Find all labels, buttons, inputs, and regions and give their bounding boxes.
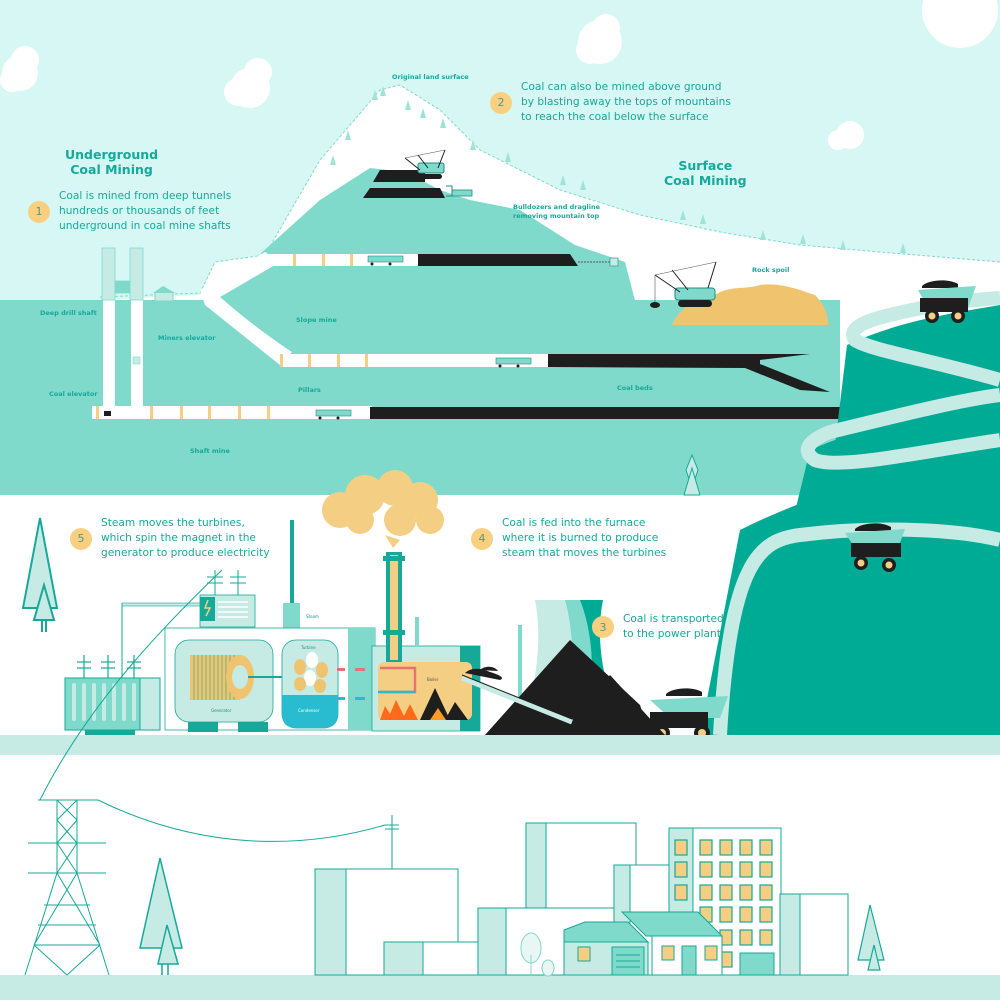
cut-mountain: [210, 168, 840, 325]
power-line: [97, 799, 386, 842]
dump-truck-icon: [918, 280, 976, 323]
mining-cart-icon: [315, 409, 352, 420]
pillars: [96, 254, 368, 419]
cloud-icon: [0, 46, 39, 92]
original-land-surface-line: [99, 84, 1000, 298]
step-number-badge: 4: [471, 527, 493, 550]
tree-icon: [683, 453, 701, 496]
cloud-icon: [224, 58, 272, 108]
coal-elevator-car: [104, 411, 111, 416]
dragline-icon: [650, 261, 717, 308]
cloud-icon: [922, 0, 998, 48]
cloud-icon: [576, 14, 622, 64]
turbine-blades-icon: [294, 652, 328, 693]
label-coal-elevator: Coal elevator: [49, 390, 98, 398]
power-line: [39, 569, 223, 801]
apartment-door: [739, 952, 775, 976]
bottom-ground: [0, 975, 1000, 1000]
winding-road: [713, 522, 1000, 736]
step-number-badge: 5: [70, 527, 92, 550]
label-deep-drill-shaft: Deep drill shaft: [40, 309, 97, 317]
smoke-cloud: [322, 470, 444, 548]
power-plant: [121, 520, 481, 732]
small-trees: [330, 86, 906, 253]
step-5: 5 Steam moves the turbines,which spin th…: [70, 516, 270, 561]
power-pylon-icon: [24, 799, 110, 976]
label-turbine: Turbine: [301, 645, 316, 650]
coal-pile: [555, 675, 665, 735]
label-slope-mine: Slope mine: [296, 316, 337, 324]
label-condenser: Condenser: [298, 708, 320, 713]
tree-icon: [139, 857, 183, 975]
coal-bed-lower: [370, 407, 840, 419]
clouds: [0, 0, 998, 150]
shaft-tunnel: [92, 406, 372, 419]
lightning-icon: [203, 599, 212, 617]
step-number-badge: 1: [28, 200, 50, 223]
rock-spoil: [672, 284, 828, 325]
coal-elevator-shaft: [103, 300, 115, 410]
house-icon: [620, 911, 724, 976]
label-boiler: Boiler: [427, 677, 439, 682]
tree-icon: [21, 517, 59, 632]
mining-cart-icon: [495, 357, 532, 368]
coal-bed-upper: [418, 254, 578, 266]
step-number-badge: 2: [490, 91, 512, 114]
label-shaft-mine: Shaft mine: [190, 447, 230, 455]
miners-elevator-car: [132, 356, 141, 365]
coal-seam: [363, 188, 445, 198]
middle-tunnel: [280, 354, 550, 367]
dump-truck-icon: [650, 688, 728, 741]
slope-mine-tunnel: [200, 252, 290, 365]
label-original-land-surface: Original land surface: [392, 73, 469, 81]
apartment-windows: [674, 839, 773, 968]
underground-earth: [0, 300, 840, 495]
label-coal-beds: Coal beds: [617, 384, 653, 392]
surface-mining-title: Surface Coal Mining: [664, 158, 747, 188]
label-rock-spoil: Rock spoil: [752, 266, 790, 274]
hill-upper: [835, 305, 1000, 445]
dragline-icon: [401, 149, 446, 179]
step-text: Steam moves the turbines,which spin the …: [101, 517, 270, 559]
tree-icon: [857, 904, 885, 971]
transformer-icon: [64, 655, 161, 735]
headframe-towers: [101, 247, 144, 301]
bulldozer-icon: [446, 185, 473, 197]
underground-mining-title: Underground Coal Mining: [65, 147, 159, 177]
mountain-surface: [0, 85, 1000, 300]
coal-bed-middle: [548, 354, 830, 392]
shrub-icon: [520, 932, 555, 977]
house-icon: [153, 286, 175, 302]
coal-seam: [373, 170, 425, 182]
utility-pole: [385, 815, 399, 870]
house-icon: [563, 921, 650, 976]
label-generator: Generator: [211, 708, 232, 713]
label-miners-elevator: Miners elevator: [158, 334, 216, 342]
dump-truck-icon: [845, 523, 905, 572]
label-steam: Steam: [306, 614, 319, 619]
mining-cart-icon: [367, 255, 404, 266]
miners-elevator-shaft: [131, 300, 143, 410]
step-number-badge: 3: [592, 616, 614, 638]
label-pillars: Pillars: [298, 386, 321, 394]
conveyor-belt: [461, 666, 573, 725]
cloud-icon: [828, 121, 864, 150]
ground-strip: [0, 735, 1000, 755]
